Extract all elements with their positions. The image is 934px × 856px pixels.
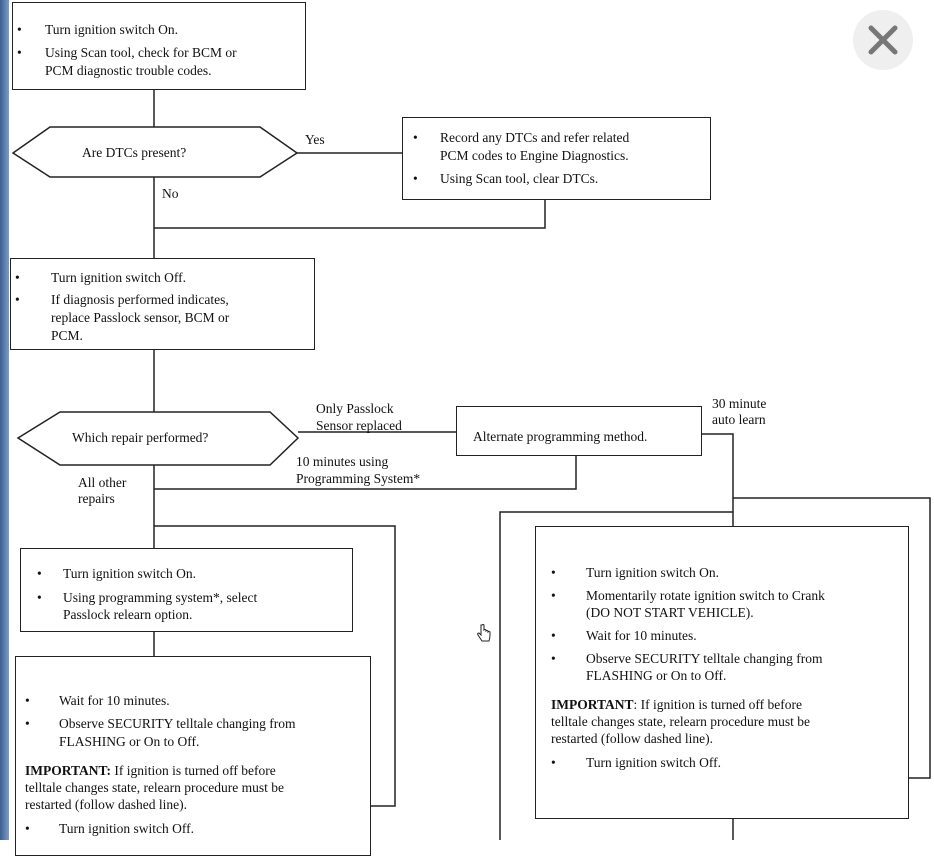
label-line: Sensor replaced bbox=[316, 418, 402, 433]
step-text: FLASHING or On to Off. bbox=[59, 734, 200, 749]
bullet: • bbox=[25, 693, 30, 708]
bullet: • bbox=[17, 22, 22, 37]
step-text: Turn ignition switch On. bbox=[63, 566, 197, 581]
label-line: All other bbox=[78, 475, 127, 490]
label-line: repairs bbox=[78, 491, 115, 506]
step-text: Turn ignition switch On. bbox=[586, 565, 720, 580]
bullet: • bbox=[413, 130, 418, 145]
step-box-alternate-method: Alternate programming method. bbox=[456, 406, 702, 456]
important-label: IMPORTANT bbox=[551, 697, 634, 712]
step-text: Passlock relearn option. bbox=[63, 607, 193, 622]
step-box-replace-component: • Turn ignition switch Off. • If diagnos… bbox=[10, 258, 315, 350]
frame-right-mid bbox=[499, 511, 733, 840]
bullet: • bbox=[551, 588, 556, 603]
step-text: PCM codes to Engine Diagnostics. bbox=[440, 148, 629, 163]
bullet: • bbox=[25, 821, 30, 836]
step-text: Using Scan tool, check for BCM or bbox=[45, 45, 237, 60]
label-no: No bbox=[162, 186, 179, 201]
step-text: (DO NOT START VEHICLE). bbox=[586, 605, 754, 620]
label-line: Only Passlock bbox=[316, 401, 394, 416]
connector-return bbox=[154, 199, 546, 229]
note-text: telltale changes state, relearn procedur… bbox=[25, 780, 285, 795]
step-box-wait-left: • Wait for 10 minutes. • Observe SECURIT… bbox=[15, 656, 371, 856]
step-text: Turn ignition switch Off. bbox=[59, 821, 195, 836]
step-text: PCM. bbox=[51, 328, 83, 343]
step-box-check-codes: • Turn ignition switch On. • Using Scan … bbox=[12, 2, 306, 90]
bullet: • bbox=[25, 716, 30, 731]
bullet: • bbox=[551, 628, 556, 643]
connector-programming bbox=[154, 455, 577, 490]
step-text: Observe SECURITY telltale changing from bbox=[59, 716, 296, 731]
decision-repair-shape bbox=[16, 411, 300, 466]
label-line: 10 minutes using bbox=[296, 454, 389, 469]
note-text: If ignition is turned off before bbox=[111, 763, 276, 778]
decision-are-dtcs-text: Are DTCs present? bbox=[82, 145, 187, 160]
important-note: IMPORTANT: If ignition is turned off bef… bbox=[25, 762, 276, 779]
bullet: • bbox=[37, 566, 42, 581]
step-text: Turn ignition switch Off. bbox=[51, 270, 187, 285]
label-yes: Yes bbox=[305, 132, 325, 147]
note-text: restarted (follow dashed line). bbox=[551, 731, 713, 746]
label-line: auto learn bbox=[712, 412, 766, 427]
note-text: restarted (follow dashed line). bbox=[25, 797, 187, 812]
step-box-programming-system: • Turn ignition switch On. • Using progr… bbox=[20, 548, 353, 632]
bullet: • bbox=[551, 565, 556, 580]
decision-repair-text: Which repair performed? bbox=[72, 430, 209, 445]
hand-pointer-icon bbox=[476, 624, 492, 649]
bullet: • bbox=[15, 270, 20, 285]
bullet: • bbox=[551, 755, 556, 770]
step-text: FLASHING or On to Off. bbox=[586, 668, 727, 683]
connector-auto-learn bbox=[701, 433, 734, 526]
step-text: Observe SECURITY telltale changing from bbox=[586, 651, 823, 666]
step-text: Turn ignition switch Off. bbox=[586, 755, 722, 770]
step-text: Turn ignition switch On. bbox=[45, 22, 179, 37]
label-line: Programming System* bbox=[296, 471, 421, 486]
close-icon bbox=[868, 25, 898, 55]
step-text: Wait for 10 minutes. bbox=[59, 693, 170, 708]
bullet: • bbox=[37, 590, 42, 605]
bullet: • bbox=[551, 651, 556, 666]
step-text: Using Scan tool, clear DTCs. bbox=[440, 171, 599, 186]
note-text: : If ignition is turned off before bbox=[633, 697, 802, 712]
frame-left bbox=[154, 525, 396, 807]
window-edge bbox=[0, 0, 9, 840]
step-text: Wait for 10 minutes. bbox=[586, 628, 697, 643]
step-text: PCM diagnostic trouble codes. bbox=[45, 63, 212, 78]
step-text: Record any DTCs and refer related bbox=[440, 130, 630, 145]
bullet: • bbox=[17, 45, 22, 60]
step-text: Alternate programming method. bbox=[473, 429, 648, 444]
frame-right-outer bbox=[733, 497, 931, 779]
bullet: • bbox=[413, 171, 418, 186]
step-box-auto-learn: • Turn ignition switch On. • Momentarily… bbox=[535, 526, 909, 819]
step-text: Momentarily rotate ignition switch to Cr… bbox=[586, 588, 825, 603]
label-line: 30 minute bbox=[712, 396, 767, 411]
close-button[interactable] bbox=[853, 10, 913, 70]
important-label: IMPORTANT: bbox=[25, 763, 112, 778]
bullet: • bbox=[15, 292, 20, 307]
note-text: telltale changes state, relearn procedur… bbox=[551, 714, 811, 729]
important-note: IMPORTANT: If ignition is turned off bef… bbox=[551, 696, 802, 713]
step-text: replace Passlock sensor, BCM or bbox=[51, 310, 230, 325]
step-box-record-dtcs: • Record any DTCs and refer related PCM … bbox=[402, 117, 711, 200]
step-text: If diagnosis performed indicates, bbox=[51, 292, 229, 307]
step-text: Using programming system*, select bbox=[63, 590, 258, 605]
